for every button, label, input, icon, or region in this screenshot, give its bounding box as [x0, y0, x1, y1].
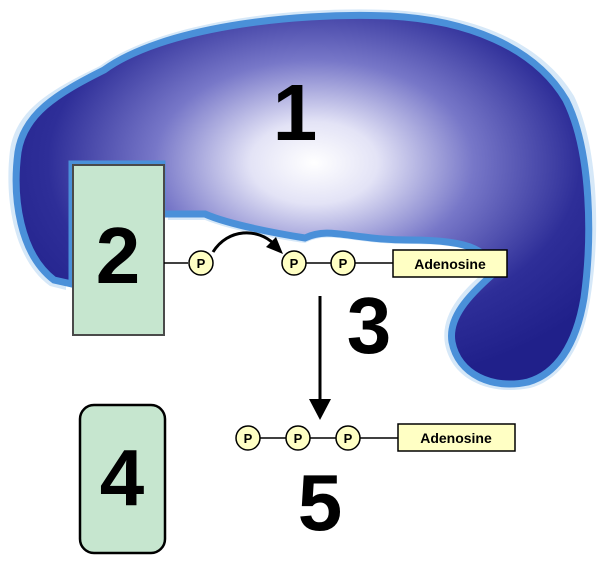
- transfer-arrow: [211, 231, 276, 253]
- phosphate-circle: [188, 250, 214, 276]
- label-2: 2: [96, 211, 141, 300]
- phosphate-label: P: [344, 431, 353, 446]
- enzyme-body: [12, 11, 593, 388]
- phosphate-label: P: [339, 256, 348, 271]
- phosphate-label: P: [294, 431, 303, 446]
- label-1: 1: [273, 68, 318, 157]
- adenosine-label: Adenosine: [414, 256, 486, 272]
- adenosine-box: [397, 423, 516, 452]
- transfer-arrowhead: [266, 237, 283, 254]
- substrate-box: 2: [72, 164, 165, 336]
- substrate-box-rect: [72, 164, 165, 336]
- enzyme-shape: [8, 9, 597, 391]
- transferred-phosphate: P: [188, 250, 214, 276]
- adenosine-box: [392, 249, 508, 278]
- label-5: 5: [298, 458, 343, 547]
- label-4: 4: [100, 433, 145, 522]
- phosphate-label: P: [197, 256, 206, 271]
- release-arrowhead: [309, 399, 331, 420]
- phosphate-label: P: [290, 256, 299, 271]
- bound-atp: P P Adenosine: [281, 249, 508, 278]
- adenosine-label: Adenosine: [420, 430, 492, 446]
- label-3: 3: [347, 281, 392, 370]
- product-box: 4: [78, 403, 167, 555]
- phosphate-label: P: [244, 431, 253, 446]
- released-molecule: P P P Adenosine: [235, 423, 516, 452]
- product-box-rect: [78, 403, 167, 555]
